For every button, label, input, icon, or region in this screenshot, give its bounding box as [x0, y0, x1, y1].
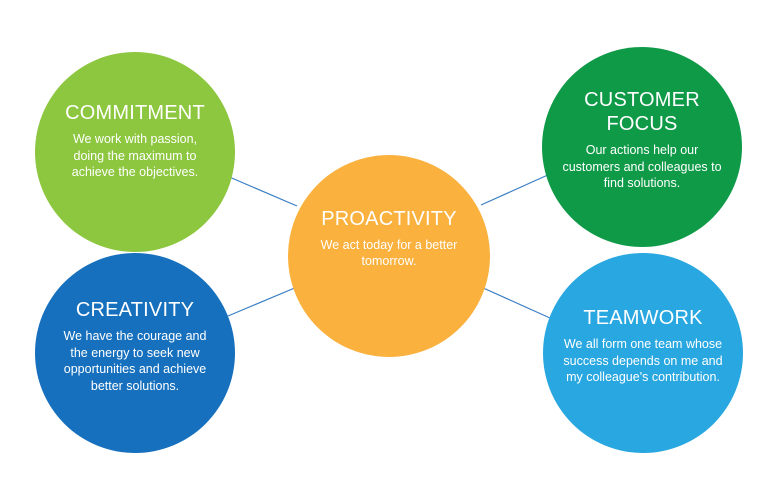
- node-customer-focus: CUSTOMER FOCUS Our actions help our cust…: [542, 47, 742, 247]
- node-proactivity-title: PROACTIVITY: [321, 207, 457, 230]
- connector-customer: [480, 173, 551, 206]
- node-creativity-description: We have the courage and the energy to se…: [63, 329, 207, 393]
- node-customer-focus-title: CUSTOMER FOCUS: [584, 89, 700, 136]
- connector-commitment: [226, 175, 298, 207]
- connector-teamwork: [480, 286, 551, 319]
- connector-creativity: [227, 286, 298, 317]
- node-commitment-description: We work with passion, doing the maximum …: [71, 132, 199, 180]
- node-proactivity: PROACTIVITY We act today for a better to…: [288, 155, 490, 357]
- node-proactivity-description: We act today for a better tomorrow.: [320, 237, 458, 269]
- node-teamwork-title: TEAMWORK: [583, 307, 703, 330]
- node-commitment: COMMITMENT We work with passion, doing t…: [35, 52, 235, 252]
- node-commitment-title: COMMITMENT: [65, 102, 205, 125]
- node-creativity-title: CREATIVITY: [75, 299, 195, 321]
- node-creativity: CREATIVITY We have the courage and the e…: [35, 253, 235, 453]
- node-teamwork: TEAMWORK We all form one team whose succ…: [543, 253, 743, 453]
- node-teamwork-description: We all form one team whose success depen…: [563, 337, 723, 385]
- node-customer-focus-description: Our actions help our customers and colle…: [562, 143, 722, 191]
